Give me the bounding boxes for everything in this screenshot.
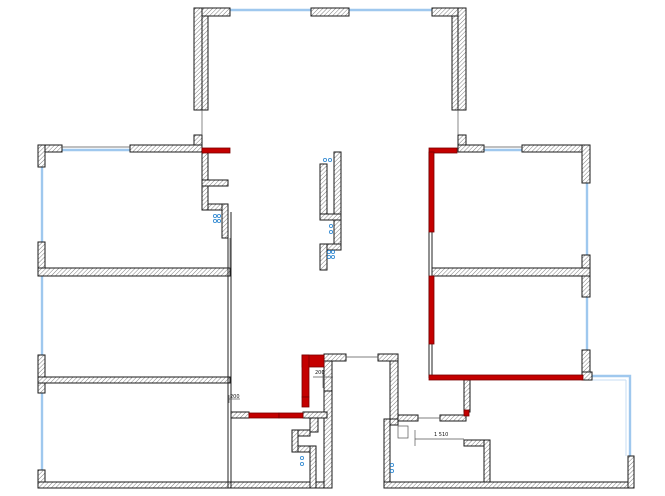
windows [40, 8, 632, 470]
walls [37, 7, 635, 489]
openings [62, 110, 522, 419]
dimension-label-1: 200 [230, 394, 240, 400]
dimensions: 200 200 1 510 [228, 370, 464, 446]
fixtures [212, 157, 409, 474]
window-southeast [592, 374, 632, 456]
dimension-label-3: 1 510 [434, 432, 448, 438]
dimension-label-2: 200 [315, 370, 325, 376]
red-walls [201, 147, 584, 419]
